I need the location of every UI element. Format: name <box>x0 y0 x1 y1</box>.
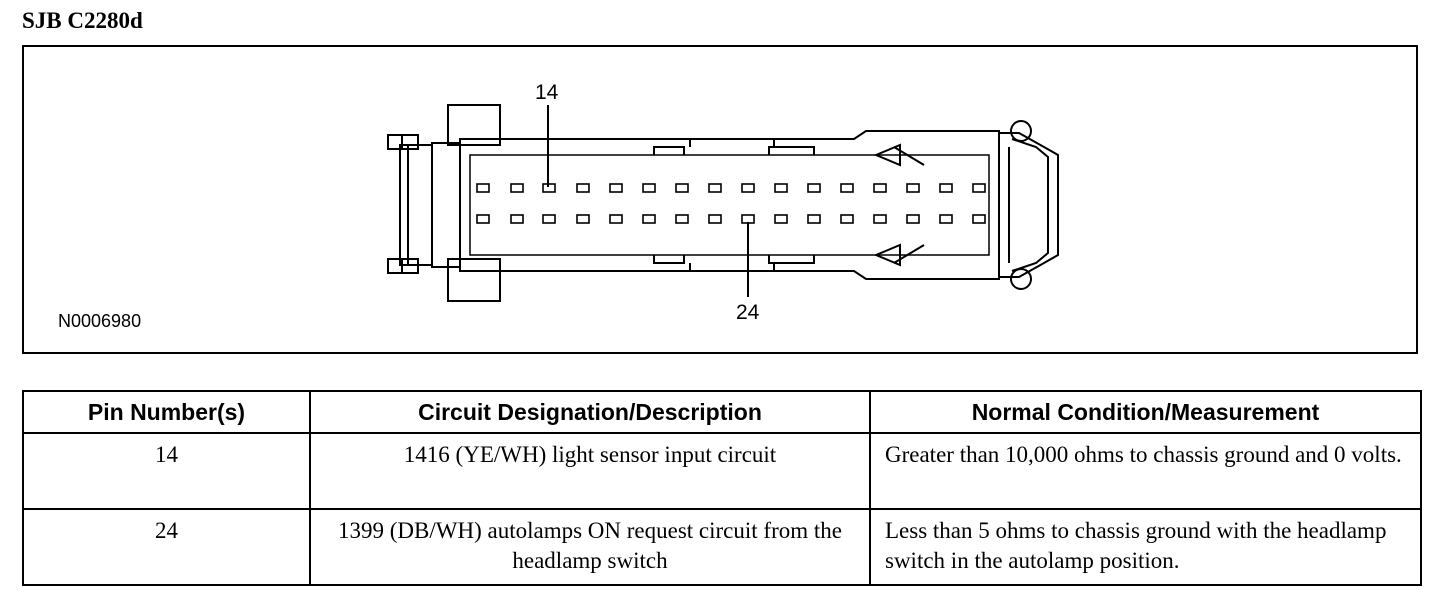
pin-cavity <box>939 183 953 193</box>
main-housing <box>459 130 1000 280</box>
pin-cavity <box>576 214 590 224</box>
pin-cavity <box>873 214 887 224</box>
pin-label-24: 24 <box>736 301 760 324</box>
header-normal-condition: Normal Condition/Measurement <box>869 390 1422 434</box>
pin-cavity <box>939 214 953 224</box>
pin-cavity <box>972 183 986 193</box>
pin-cavity <box>708 183 722 193</box>
pin-number-cell: 24 <box>22 508 311 586</box>
pin-cavity <box>642 214 656 224</box>
table-header-row: Pin Number(s) Circuit Designation/Descri… <box>22 390 1422 434</box>
left-latch <box>399 144 433 266</box>
pin-cavity <box>906 183 920 193</box>
pin-cavity <box>774 183 788 193</box>
lock-tab-bottom <box>447 258 501 302</box>
pin-cavity <box>510 183 524 193</box>
pin-cavity <box>542 214 556 224</box>
pin-cavity <box>510 214 524 224</box>
pin-cavity <box>840 214 854 224</box>
condition-cell: Less than 5 ohms to chassis ground with … <box>869 508 1422 586</box>
pin-cavity <box>675 183 689 193</box>
lock-tab-top <box>447 104 501 146</box>
pin-cavity <box>807 183 821 193</box>
right-latch-top-knob <box>1010 120 1032 142</box>
circuit-cell: 1399 (DB/WH) autolamps ON request circui… <box>309 508 871 586</box>
pin-cavity <box>840 183 854 193</box>
table-row: 24 1399 (DB/WH) autolamps ON request cir… <box>22 508 1422 586</box>
pin-cavity <box>774 214 788 224</box>
pin-cavity <box>642 183 656 193</box>
pin-cavity <box>807 214 821 224</box>
header-circuit-designation: Circuit Designation/Description <box>309 390 871 434</box>
pin-cavity <box>576 183 590 193</box>
pin-label-14: 14 <box>535 81 559 104</box>
connector-drawing <box>387 104 1059 302</box>
pin-cavity <box>476 183 490 193</box>
pin-cavity <box>972 214 986 224</box>
pin-cavity <box>741 214 755 224</box>
pin-cavities <box>476 183 986 224</box>
pin-cavity <box>906 214 920 224</box>
pin-table: Pin Number(s) Circuit Designation/Descri… <box>22 390 1422 586</box>
right-latch-bottom-knob <box>1010 268 1032 290</box>
left-body <box>431 142 461 268</box>
pin-cavity <box>542 183 556 193</box>
figure-id: N0006980 <box>58 311 142 331</box>
pin-cavity <box>476 214 490 224</box>
pin-cavity <box>873 183 887 193</box>
connector-diagram: 14 24 N0006980 <box>22 45 1418 354</box>
circuit-cell: 1416 (YE/WH) light sensor input circuit <box>309 432 871 510</box>
pin-cavity <box>741 183 755 193</box>
pin-cavity <box>675 214 689 224</box>
pin-cavity <box>609 214 623 224</box>
condition-cell: Greater than 10,000 ohms to chassis grou… <box>869 432 1422 510</box>
inner-housing <box>469 154 990 256</box>
connector-title: SJB C2280d <box>22 8 143 33</box>
right-latch <box>999 132 1059 278</box>
pin-cavity <box>708 214 722 224</box>
table-row: 14 1416 (YE/WH) light sensor input circu… <box>22 432 1422 510</box>
pin-cavity <box>609 183 623 193</box>
pin-number-cell: 14 <box>22 432 311 510</box>
header-pin-numbers: Pin Number(s) <box>22 390 311 434</box>
